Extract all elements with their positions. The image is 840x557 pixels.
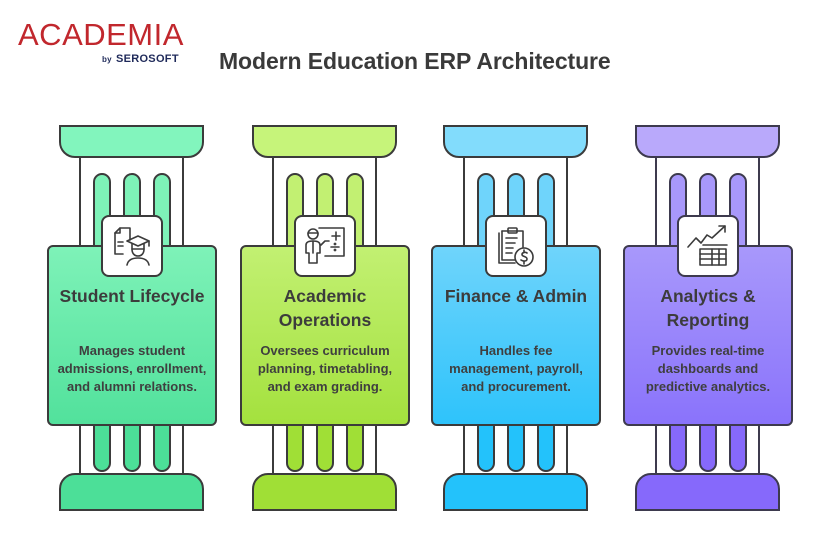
pillar-finance-admin: Finance & Admin Handles fee management, … bbox=[431, 0, 601, 557]
pillar-description: Handles fee management, payroll, and pro… bbox=[449, 343, 583, 394]
logo-brand: ACADEMIA bbox=[18, 17, 184, 52]
pillar-capital bbox=[443, 125, 588, 158]
logo-by: by bbox=[102, 55, 112, 64]
pillar-description: Manages student admissions, enrollment, … bbox=[57, 343, 207, 394]
pillar-description: Provides real-time dashboards and predic… bbox=[645, 343, 771, 394]
teacher-whiteboard-icon bbox=[294, 215, 356, 277]
pillar-base bbox=[443, 473, 588, 511]
pillar-base bbox=[59, 473, 204, 511]
pillar-academic-operations: Academic Operations Oversees curriculum … bbox=[240, 0, 410, 557]
pillar-capital bbox=[252, 125, 397, 158]
pillar-description: Oversees curriculum planning, timetablin… bbox=[257, 343, 393, 394]
pillar-capital bbox=[635, 125, 780, 158]
pillar-student-lifecycle: Student Lifecycle Manages student admiss… bbox=[47, 0, 217, 557]
pillar-base bbox=[635, 473, 780, 511]
chart-trend-table-icon bbox=[677, 215, 739, 277]
student-graduate-document-icon bbox=[101, 215, 163, 277]
pillar-analytics-reporting: Analytics & Reporting Provides real-time… bbox=[623, 0, 793, 557]
pillar-heading: Analytics & Reporting bbox=[660, 286, 756, 330]
pillar-heading: Academic Operations bbox=[278, 286, 372, 330]
pillar-capital bbox=[59, 125, 204, 158]
pillar-heading: Student Lifecycle bbox=[59, 286, 205, 306]
clipboard-dollar-icon bbox=[485, 215, 547, 277]
pillar-base bbox=[252, 473, 397, 511]
diagram-title: Modern Education ERP Architecture bbox=[219, 48, 611, 74]
logo-company: SEROSOFT bbox=[115, 53, 179, 65]
pillar-heading: Finance & Admin bbox=[444, 286, 588, 306]
